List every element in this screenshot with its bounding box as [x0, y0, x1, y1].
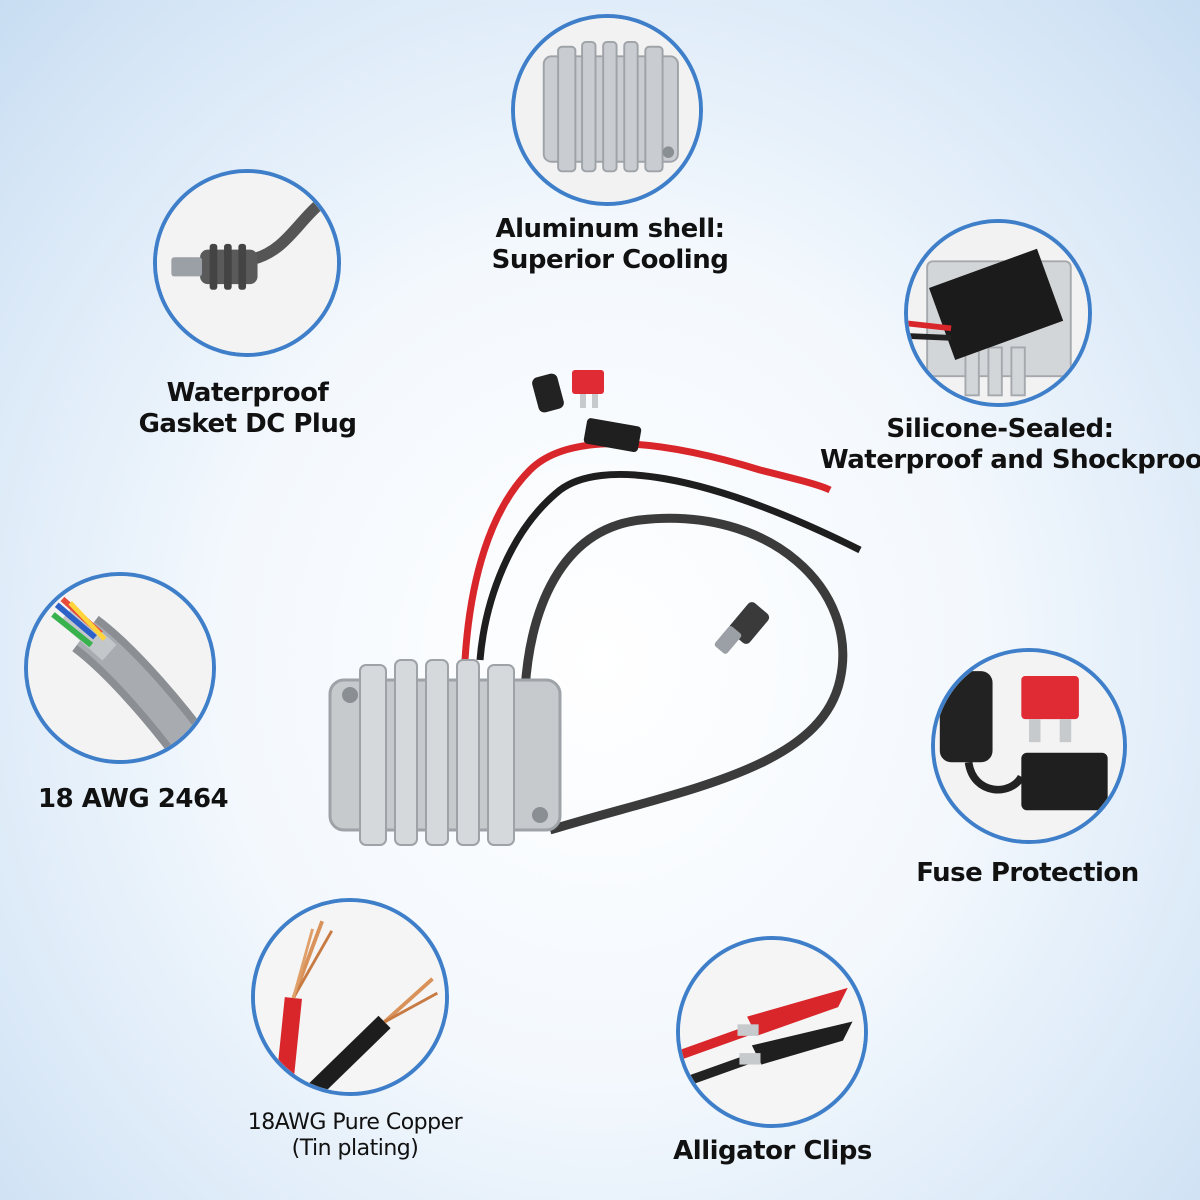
inline-fuse-holder [532, 370, 642, 453]
fuse-label-line1: Fuse Protection [916, 858, 1139, 888]
awg-label-line1: 18 AWG 2464 [38, 784, 229, 814]
copper-wire-bubble [251, 898, 449, 1096]
fuse-holder-icon [935, 652, 1123, 840]
copper-label-line2: (Tin plating) [291, 1136, 419, 1162]
silicone-sealed-bubble [904, 219, 1092, 407]
aluminum-converter-body [328, 659, 562, 846]
dc-plug-label-line2: Gasket DC Plug [138, 409, 357, 440]
awg-label: 18 AWG 2464 [38, 784, 229, 815]
alligator-clips-label: Alligator Clips [660, 1136, 885, 1167]
sealed-module-icon [908, 223, 1088, 403]
cable-cross-section-icon [28, 576, 212, 760]
copper-label-line1: 18AWG Pure Copper [247, 1110, 463, 1135]
fuse-protection-bubble [931, 648, 1127, 844]
black-wire [476, 470, 862, 661]
aluminum-shell-label: Aluminum shell: Superior Cooling [470, 214, 750, 276]
silicone-sealed-label: Silicone-Sealed: Waterproof and Shockpro… [820, 414, 1200, 476]
aluminum-label-line2: Superior Cooling [491, 245, 729, 276]
awg-cable-bubble [24, 572, 216, 764]
aluminum-shell-bubble [511, 14, 703, 206]
converter-product-image [328, 370, 862, 846]
dc-plug-icon [157, 173, 337, 353]
fuse-protection-label: Fuse Protection [905, 858, 1150, 889]
copper-wire-label: 18AWG Pure Copper (Tin plating) [230, 1110, 480, 1163]
dc-plug [714, 602, 770, 654]
red-wire [461, 440, 832, 661]
clips-label-line1: Alligator Clips [673, 1136, 872, 1166]
dc-plug-bubble [153, 169, 341, 357]
alligator-clips-bubble [676, 936, 868, 1128]
heatsink-icon [515, 18, 699, 202]
aluminum-label-line1: Aluminum shell: [495, 214, 725, 244]
silicone-label-line2: Waterproof and Shockproof [820, 445, 1200, 476]
alligator-clip-icon [680, 940, 864, 1124]
dc-plug-label: Waterproof Gasket DC Plug [130, 378, 365, 440]
silicone-label-line1: Silicone-Sealed: [886, 414, 1114, 444]
dc-plug-label-line1: Waterproof [166, 378, 329, 408]
copper-wire-icon [255, 902, 445, 1092]
dc-output-cable [520, 513, 848, 835]
